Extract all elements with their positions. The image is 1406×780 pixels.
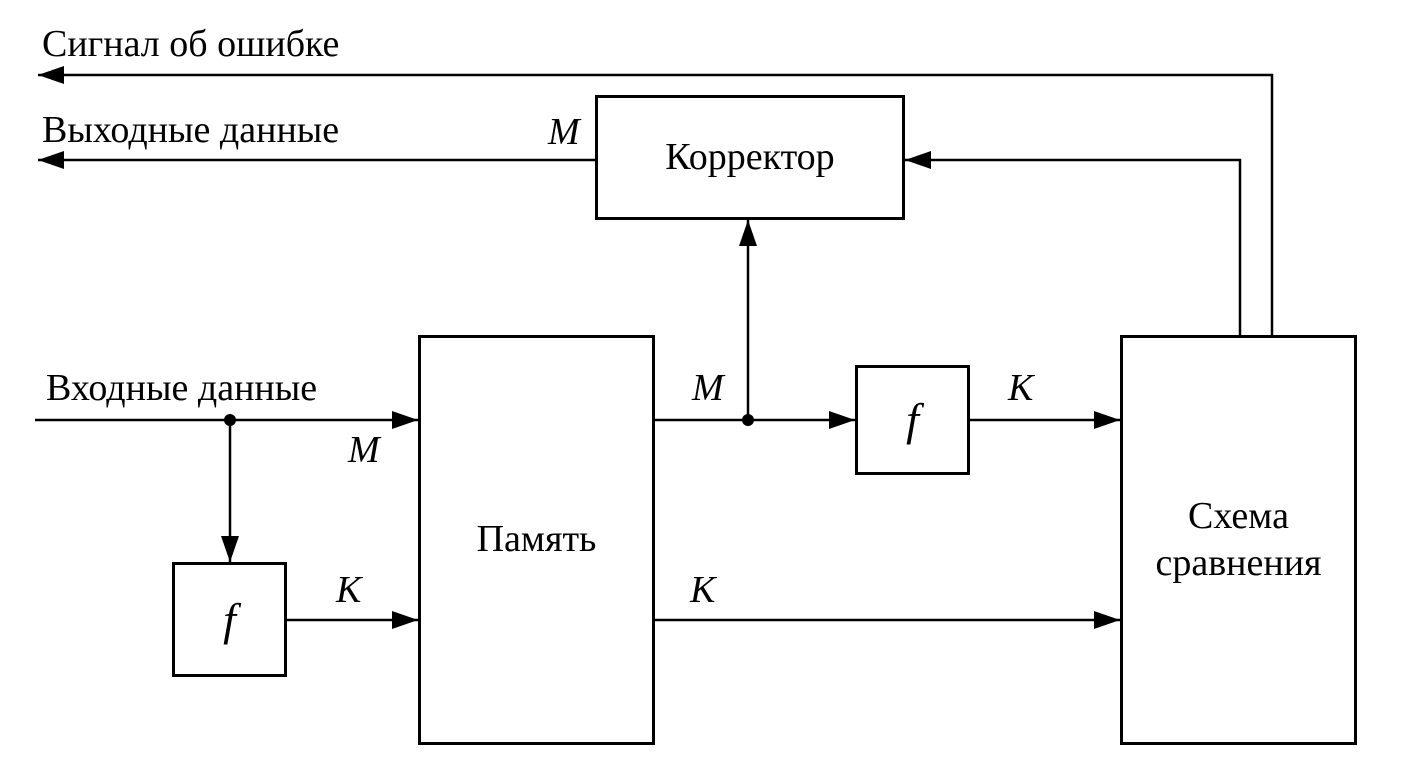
edge-label-m-memory-out: M [692,367,724,409]
edge-label-m-corrector: M [548,111,580,153]
hash-function-input-label: f [223,593,236,645]
hash-function-output-label: f [906,394,919,446]
error-signal-label: Сигнал об ошибке [42,23,340,65]
memory-block: Память [418,335,655,745]
edge-label-k-f-out: K [1008,367,1034,409]
edge-label-k-input: K [336,569,362,611]
junction-dot-input [224,414,236,426]
hash-function-input-block: f [172,562,287,677]
corrector-block: Корректор [595,95,905,220]
junction-dot-memory-out [742,414,754,426]
comparator-block: Схема сравнения [1120,335,1357,745]
memory-label: Память [476,518,597,561]
edge-label-m-input: M [348,429,380,471]
edge-label-k-memory-out: K [690,569,716,611]
corrector-label: Корректор [665,135,835,178]
hash-function-output-block: f [855,365,970,475]
input-data-label: Входные данные [46,367,318,409]
comparator-label: Схема сравнения [1155,494,1322,585]
output-data-label: Выходные данные [42,109,340,151]
wire-error-signal [38,66,1274,335]
wire-comparator-to-corrector [905,151,1242,335]
